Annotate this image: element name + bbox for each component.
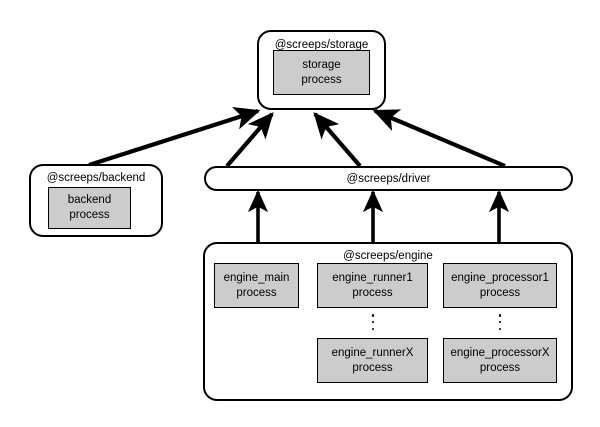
process-engine-main[interactable]: engine_main process <box>214 263 299 308</box>
process-engine-main-suffix: process <box>236 286 277 299</box>
process-engine-processor1-suffix: process <box>479 286 521 299</box>
process-engine-processor1[interactable]: engine_processor1 process <box>443 263 557 308</box>
process-engine-runnerX-name: engine_runnerX <box>331 346 414 359</box>
process-engine-processor1-name: engine_processor1 <box>451 271 549 284</box>
ellipsis-icon-processor <box>497 314 503 330</box>
edge-driver-right-to-storage <box>372 109 506 168</box>
process-engine-runner1-suffix: process <box>352 286 393 299</box>
process-engine-runnerX-suffix: process <box>352 361 393 374</box>
process-engine-processorX-name: engine_processorX <box>450 346 550 359</box>
process-storage-suffix: process <box>301 73 342 86</box>
process-engine-processorX-suffix: process <box>479 361 521 374</box>
process-engine-runnerX[interactable]: engine_runnerX process <box>317 338 428 383</box>
process-engine-processorX[interactable]: engine_processorX process <box>443 338 557 383</box>
edge-driver-left-to-storage <box>225 112 274 168</box>
edge-backend-to-storage <box>88 106 261 168</box>
ellipsis-icon-runner <box>370 314 376 330</box>
package-driver-label: @screeps/driver <box>346 172 431 185</box>
process-engine-runner1-name: engine_runner1 <box>332 271 413 284</box>
process-backend-name: backend <box>67 194 112 206</box>
package-driver[interactable]: @screeps/driver <box>204 166 573 191</box>
process-storage[interactable]: storage process <box>273 50 370 95</box>
process-storage-name: storage <box>302 58 341 71</box>
process-engine-runner1[interactable]: engine_runner1 process <box>317 263 428 308</box>
process-backend-suffix: process <box>69 209 110 221</box>
process-engine-main-name: engine_main <box>223 271 290 284</box>
package-backend-label: @screeps/backend <box>46 172 146 184</box>
package-engine-label: @screeps/engine <box>343 250 433 262</box>
process-backend[interactable]: backend process <box>48 187 131 229</box>
package-storage-label: @screeps/storage <box>274 39 369 51</box>
edge-driver-middle-to-storage <box>313 112 362 168</box>
